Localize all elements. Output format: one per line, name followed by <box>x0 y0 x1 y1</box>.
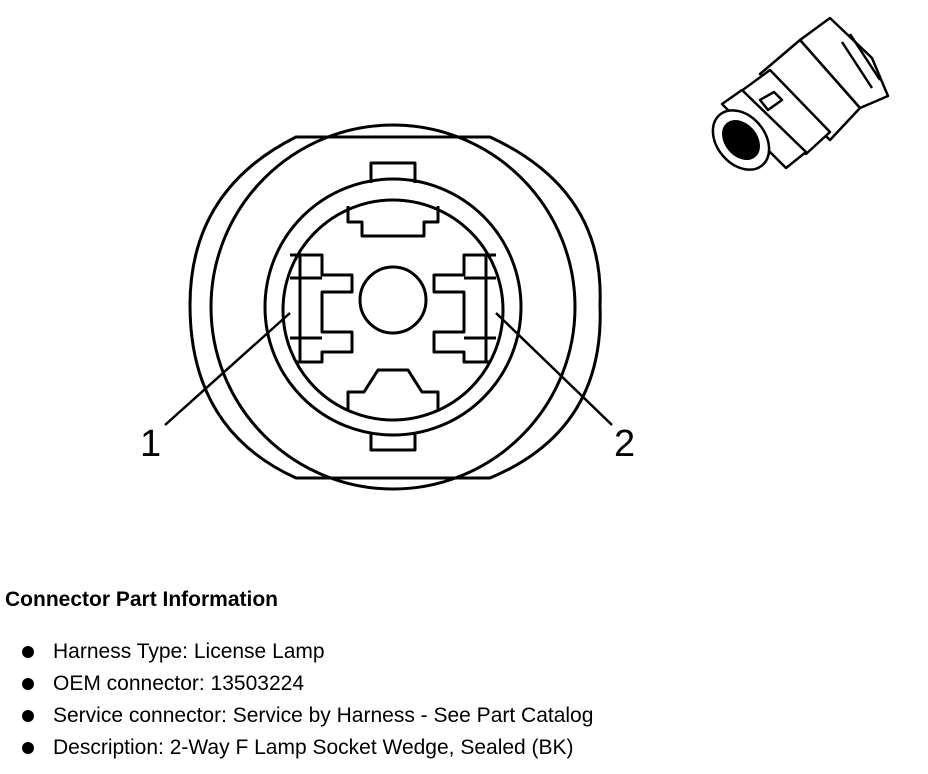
top-key <box>369 161 417 183</box>
center-post <box>358 265 428 335</box>
list-item-text: OEM connector: 13503224 <box>53 672 304 695</box>
terminal-2 <box>432 253 496 364</box>
callout-2-leader <box>495 312 613 426</box>
connector-housing-outline <box>188 135 602 480</box>
connector-outer-ring <box>209 123 577 491</box>
connector-face-diagram: 1 2 <box>140 16 890 491</box>
bottom-latch <box>346 368 440 410</box>
list-item: Service connector: Service by Harness - … <box>5 700 905 732</box>
connector-part-information: Connector Part Information Harness Type:… <box>5 586 905 764</box>
bullet-icon <box>22 646 34 658</box>
list-item-text: Service connector: Service by Harness - … <box>53 704 594 727</box>
connector-thumbnail <box>711 16 890 171</box>
list-item: Description: 2-Way F Lamp Socket Wedge, … <box>5 732 905 764</box>
bullet-icon <box>22 710 34 722</box>
callout-1-leader <box>164 312 291 426</box>
terminal-1 <box>290 253 354 364</box>
bottom-key <box>369 432 417 452</box>
info-list: Harness Type: License Lamp OEM connector… <box>5 636 905 764</box>
terminal-cavity-ring <box>281 198 505 422</box>
bullet-icon <box>22 742 34 754</box>
bullet-icon <box>22 678 34 690</box>
list-item-text: Harness Type: License Lamp <box>53 640 325 663</box>
callout-1-label: 1 <box>140 423 161 465</box>
section-title: Connector Part Information <box>5 588 279 611</box>
list-item-text: Description: 2-Way F Lamp Socket Wedge, … <box>53 736 574 759</box>
callout-2-label: 2 <box>614 423 635 465</box>
list-item: Harness Type: License Lamp <box>5 636 905 668</box>
top-latch <box>346 206 440 238</box>
connector-inner-ring <box>263 177 523 437</box>
list-item: OEM connector: 13503224 <box>5 668 905 700</box>
